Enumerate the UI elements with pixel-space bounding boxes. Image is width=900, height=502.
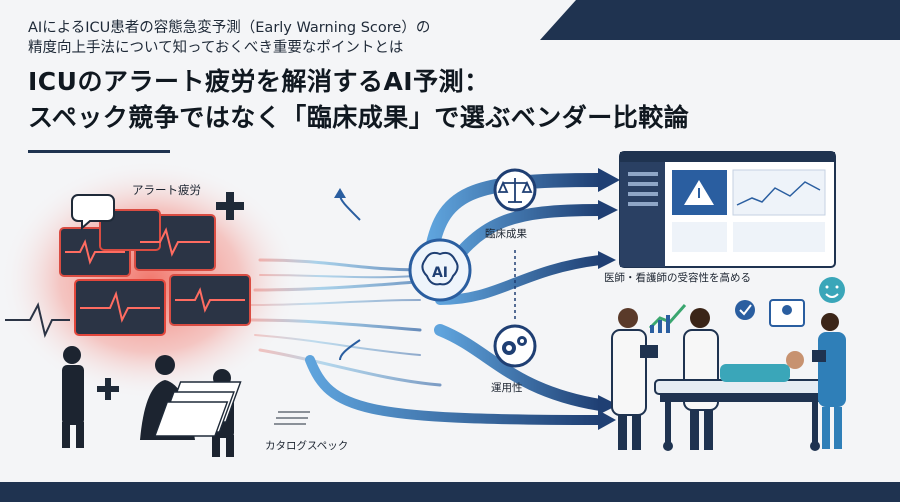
title-line-2: スペック競争ではなく「臨床成果」で選ぶベンダー比較論 bbox=[28, 103, 690, 132]
scales-badge bbox=[493, 168, 537, 212]
operability-label: 運用性 bbox=[491, 382, 523, 394]
corner-decoration bbox=[540, 0, 900, 40]
smile-icon bbox=[819, 277, 845, 303]
clipboard bbox=[812, 350, 826, 362]
flow-arrowheads bbox=[598, 168, 620, 430]
subtitle: AIによるICU患者の容態急変予測（Early Warning Score）の … bbox=[28, 18, 498, 58]
acceptance-label: 医師・看護師の受容性を高める bbox=[604, 272, 751, 284]
check-icon bbox=[735, 300, 755, 320]
feedback-arrow-lower bbox=[339, 339, 361, 361]
ai-brain-badge: AI bbox=[408, 238, 472, 302]
ai-badge-text: AI bbox=[432, 265, 448, 281]
profile-card-icon bbox=[769, 299, 805, 327]
illustration-scene: AI bbox=[0, 151, 846, 457]
title-underline bbox=[28, 150, 170, 153]
ecg-line bbox=[5, 302, 70, 339]
outcome-flow-arrows bbox=[305, 173, 607, 425]
tablet bbox=[640, 345, 658, 358]
gears-badge bbox=[493, 324, 537, 368]
subtitle-line-2: 精度向上手法について知っておくべき重要なポイントとは bbox=[28, 40, 404, 56]
brain-icon bbox=[421, 251, 459, 286]
feedback-arrowhead bbox=[334, 188, 346, 198]
data-flow-streaks bbox=[248, 258, 442, 387]
catalog-spec-label: カタログスペック bbox=[265, 440, 349, 452]
catalog-spec-papers bbox=[153, 381, 310, 437]
clinical-outcome-label: 臨床成果 bbox=[485, 228, 527, 240]
gears-icon bbox=[502, 336, 527, 355]
plus-icon bbox=[97, 378, 119, 400]
speech-bubble-icon bbox=[71, 194, 115, 231]
page-title: ICUのアラート疲労を解消するAI予測： スペック競争ではなく「臨床成果」で選ぶ… bbox=[28, 64, 689, 136]
alert-fatigue-label: アラート疲労 bbox=[132, 183, 201, 197]
alert-monitors bbox=[59, 209, 251, 336]
subtitle-line-1: AIによるICU患者の容態急変予測（Early Warning Score）の bbox=[28, 20, 431, 36]
chart-icon bbox=[648, 304, 687, 333]
feedback-arrow bbox=[339, 194, 361, 221]
clinical-team bbox=[611, 308, 846, 451]
title-line-1: ICUのアラート疲労を解消するAI予測： bbox=[28, 67, 490, 96]
trend-line bbox=[736, 181, 821, 206]
scales-icon bbox=[497, 178, 533, 203]
footer-bar bbox=[0, 482, 900, 502]
plus-icon bbox=[216, 192, 244, 220]
ai-dashboard bbox=[619, 151, 836, 268]
